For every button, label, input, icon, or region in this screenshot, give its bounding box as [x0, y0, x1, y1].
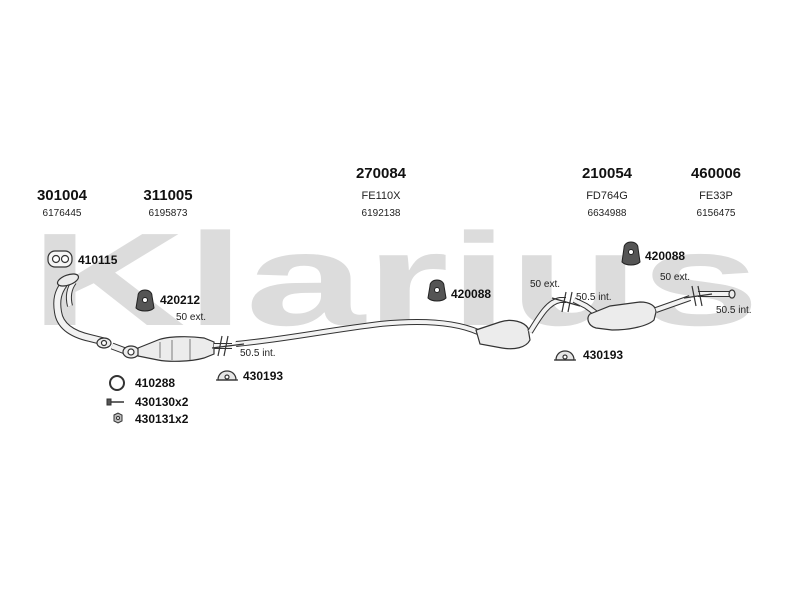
part-301004[interactable]: 301004 6176445: [37, 187, 88, 219]
fitting-label: 420088: [451, 287, 491, 301]
fitting-420212[interactable]: 420212: [135, 289, 200, 312]
oem-number: 6634988: [588, 208, 627, 219]
fitting-label: 430131x2: [135, 412, 189, 426]
part-210054[interactable]: 210054 FD764G 6634988: [582, 165, 633, 219]
annotation-int-3: 50.5 int.: [716, 305, 752, 316]
fitting-label: 430130x2: [135, 395, 189, 409]
fitting-label: 430193: [243, 369, 283, 383]
exhaust-assembly: [53, 272, 736, 362]
fitting-430193-a[interactable]: 430193: [216, 369, 283, 383]
clamp-icon: [216, 370, 238, 381]
part-311005[interactable]: 311005 6195873: [143, 187, 192, 219]
fitting-430131[interactable]: 430131x2: [113, 412, 189, 426]
oem-number: 6195873: [149, 208, 188, 219]
annotation-ext-1: 50 ext.: [176, 312, 206, 323]
fitting-410288[interactable]: 410288: [109, 375, 175, 391]
watermark-text: Klarius: [30, 206, 760, 353]
part-code: FD764G: [586, 190, 628, 202]
fitting-430130[interactable]: 430130x2: [106, 395, 189, 409]
part-number: 311005: [143, 187, 192, 204]
joint-marker-3: [683, 285, 713, 307]
oem-number: 6192138: [362, 208, 401, 219]
annotation-int-2: 50.5 int.: [576, 292, 612, 303]
part-270084[interactable]: 270084 FE110X 6192138: [356, 165, 407, 219]
fitting-label: 420212: [160, 293, 200, 307]
fitting-label: 410115: [78, 253, 118, 267]
bolt-icon: [106, 398, 124, 406]
rubber-hanger-icon: [621, 241, 641, 266]
fitting-label: 420088: [645, 249, 685, 263]
gasket-icon: [47, 250, 73, 268]
part-460006[interactable]: 460006 FE33P 6156475: [691, 165, 741, 219]
fitting-420088-a[interactable]: 420088: [427, 279, 491, 302]
annotation-ext-3: 50 ext.: [660, 272, 690, 283]
part-number: 460006: [691, 165, 741, 182]
annotation-ext-2: 50 ext.: [530, 279, 560, 290]
rubber-hanger-icon: [427, 279, 447, 302]
center-pipe-with-silencer[interactable]: [235, 297, 566, 350]
nut-icon: [113, 412, 123, 424]
tailpipe[interactable]: [698, 289, 736, 299]
part-code: FE110X: [362, 190, 402, 202]
part-number: 270084: [356, 165, 407, 182]
oem-number: 6176445: [43, 208, 82, 219]
front-downpipe[interactable]: [53, 272, 112, 349]
fitting-label: 430193: [583, 348, 623, 362]
joint-marker-1: [211, 335, 245, 357]
annotation-int-1: 50.5 int.: [240, 348, 276, 359]
joint-marker-2: [551, 291, 581, 313]
rubber-hanger-icon: [135, 289, 155, 312]
ring-gasket-icon: [109, 375, 125, 391]
rear-silencer-box[interactable]: [572, 295, 691, 331]
part-number: 301004: [37, 187, 88, 204]
fitting-420088-b[interactable]: 420088: [621, 241, 685, 266]
clamp-icon: [554, 350, 576, 361]
part-code: FE33P: [699, 190, 733, 202]
oem-number: 6156475: [697, 208, 736, 219]
fitting-410115[interactable]: 410115: [47, 250, 118, 268]
fitting-label: 410288: [135, 376, 175, 390]
catalytic-converter[interactable]: [110, 336, 232, 362]
fitting-430193-b[interactable]: 430193: [554, 348, 623, 362]
part-number: 210054: [582, 165, 633, 182]
